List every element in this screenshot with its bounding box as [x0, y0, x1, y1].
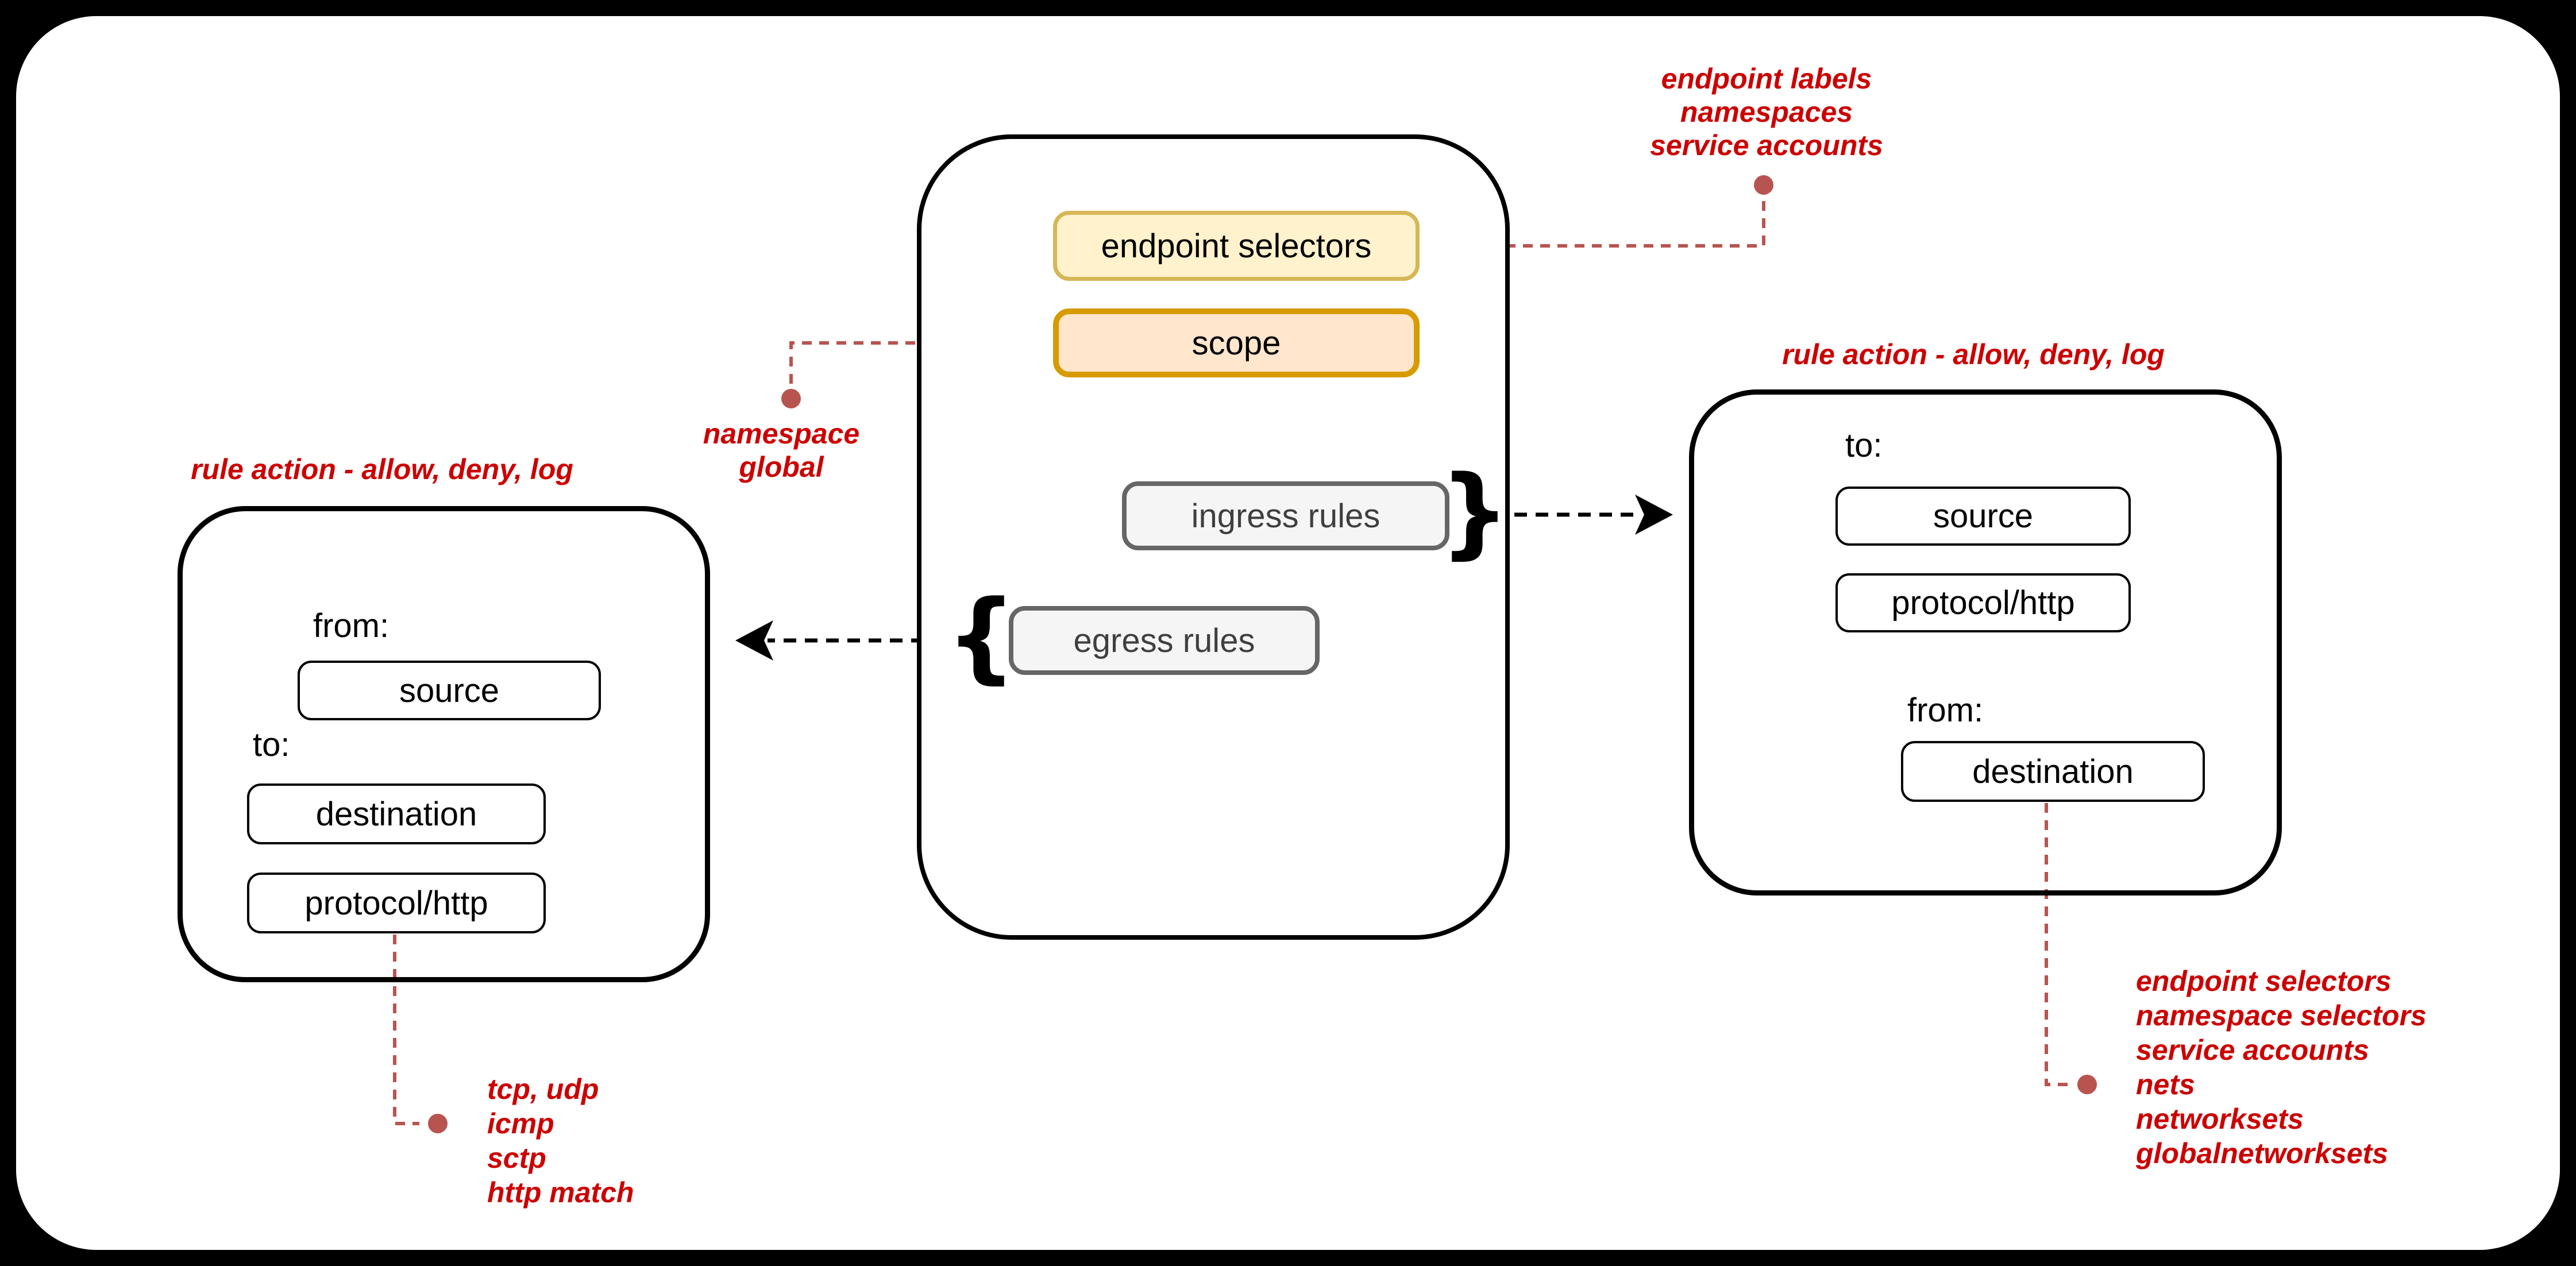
source-node-label: source [1933, 497, 2034, 535]
note-line: http match [487, 1176, 634, 1209]
endpoint-selectors-chip-label: endpoint selectors [1101, 227, 1372, 265]
ingress-rule-action-title: rule action - allow, deny, log [1744, 338, 2203, 371]
ingress-from-label: from: [1907, 692, 1984, 729]
scope-chip-label: scope [1191, 324, 1281, 362]
note-line: networksets [2136, 1103, 2304, 1135]
destination-options-note: endpoint selectors namespace selectors s… [2136, 964, 2427, 1171]
note-line: service accounts [1650, 129, 1883, 161]
ingress-protocol-http-node: protocol/http [1835, 573, 2131, 632]
egress-rule-action-title: rule action - allow, deny, log [132, 453, 632, 486]
ingress-rules-chip-label: ingress rules [1191, 497, 1380, 535]
egress-protocol-http-node: protocol/http [247, 873, 546, 933]
note-line: endpoint selectors [2136, 965, 2392, 997]
egress-to-label: to: [253, 726, 290, 763]
egress-brace: { [946, 578, 1017, 694]
destination-node-label: destination [1972, 752, 2134, 790]
ingress-destination-node: destination [1901, 741, 2205, 802]
ingress-rule-box [1689, 389, 2282, 896]
note-line: service accounts [2136, 1034, 2369, 1066]
ingress-to-label: to: [1845, 427, 1883, 464]
note-line: namespace selectors [2136, 999, 2427, 1032]
egress-destination-node: destination [247, 783, 546, 844]
note-line: nets [2136, 1068, 2195, 1101]
note-line: endpoint labels [1661, 63, 1872, 95]
egress-rules-chip: egress rules [1009, 606, 1320, 675]
scope-chip: scope [1053, 308, 1420, 377]
egress-source-node: source [298, 661, 601, 720]
source-node-label: source [399, 671, 500, 709]
ingress-rules-chip: ingress rules [1122, 481, 1449, 550]
endpoint-selectors-note: endpoint labels namespaces service accou… [1594, 62, 1939, 162]
egress-rules-chip-label: egress rules [1073, 622, 1255, 659]
note-line: namespaces [1680, 96, 1853, 128]
title-text: rule action - allow, deny, log [1782, 338, 2165, 370]
protocol-options-note: tcp, udp icmp sctp http match [487, 1072, 634, 1210]
protocol-node-label: protocol/http [1891, 584, 2075, 622]
protocol-node-label: protocol/http [304, 884, 488, 922]
title-text: rule action - allow, deny, log [191, 453, 573, 485]
note-line: tcp, udp [487, 1073, 599, 1105]
note-line: icmp [487, 1107, 554, 1140]
scope-note: namespace global [649, 417, 913, 484]
egress-from-label: from: [313, 607, 390, 644]
note-line: globalnetworksets [2136, 1137, 2388, 1169]
ingress-source-node: source [1835, 487, 2131, 546]
note-line: sctp [487, 1142, 546, 1174]
ingress-brace: } [1439, 454, 1510, 570]
egress-rule-box [178, 506, 710, 982]
endpoint-selectors-chip: endpoint selectors [1053, 211, 1420, 281]
note-line: global [739, 451, 824, 483]
note-line: namespace [703, 418, 860, 450]
destination-node-label: destination [315, 795, 477, 833]
